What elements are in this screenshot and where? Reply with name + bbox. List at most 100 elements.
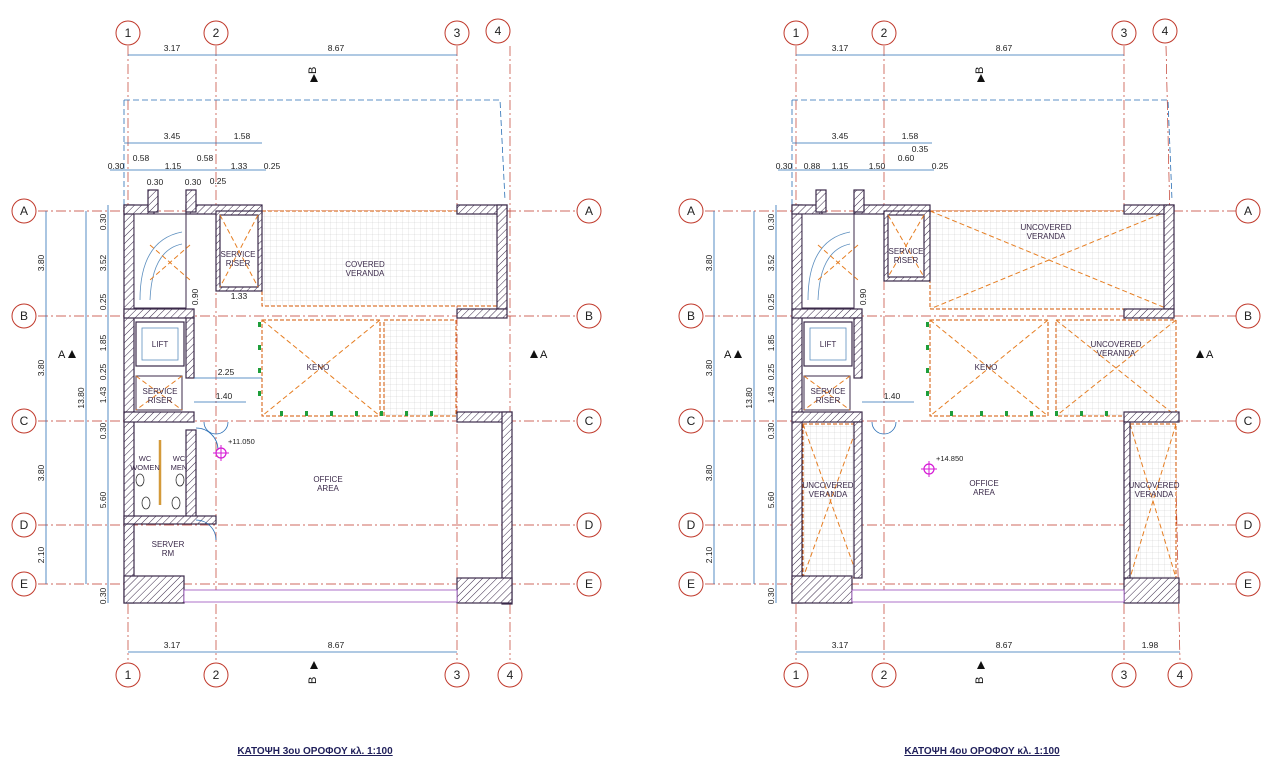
plan-3rd-floor: +11.050 COVERED VERANDA SERVICE RISER LI…	[11, 18, 602, 757]
room-uncovered-right-2: VERANDA	[1135, 490, 1174, 499]
section-a-left-4: A	[724, 349, 732, 361]
room-service-riser-bot-2: RISER	[148, 396, 173, 405]
row-a-right-3: A	[585, 204, 593, 218]
dim-left-bc: 3.80	[36, 359, 46, 376]
room-uncovered-mid-1: UNCOVERED	[1090, 340, 1141, 349]
dim-inner-4: 1.85	[98, 334, 108, 351]
dim-inner-7: 0.30	[98, 422, 108, 439]
dim4-inner-1: 0.30	[766, 213, 776, 230]
dim4-left-total: 13.80	[744, 387, 754, 409]
dim-inner-9: 0.30	[98, 587, 108, 604]
dim-row2-a: 0.30	[108, 161, 125, 171]
col-1-top-4: 1	[793, 26, 800, 40]
col-2-top-3: 2	[213, 26, 220, 40]
room-lift-4: LIFT	[820, 340, 837, 349]
section-a-left-3: A	[58, 349, 66, 361]
row-e-left-4: E	[687, 577, 695, 591]
dim-row2-b: 0.58	[133, 153, 150, 163]
row-a-left-3: A	[20, 204, 28, 218]
section-b-bot-3: B	[307, 677, 319, 684]
room-service-riser-top-4a: SERVICE	[889, 247, 924, 256]
dim4-left-cd: 3.80	[704, 464, 714, 481]
dim-left-ab: 3.80	[36, 254, 46, 271]
room-uncovered-top-2: VERANDA	[1027, 232, 1066, 241]
room-lift: LIFT	[152, 340, 169, 349]
row-b-right-3: B	[585, 309, 593, 323]
dim-row2-d: 0.58	[197, 153, 214, 163]
room-keno-4: KENO	[975, 363, 998, 372]
row-e-right-4: E	[1244, 577, 1252, 591]
dim4-left-de: 2.10	[704, 546, 714, 563]
col-3-top-4: 3	[1121, 26, 1128, 40]
plan-title-3: ΚΑΤΟΨΗ 3ου ΟΡΟΦΟΥ κλ. 1:100	[237, 746, 393, 757]
room-wc-men-2: MEN	[171, 463, 188, 472]
row-b-right-4: B	[1244, 309, 1252, 323]
row-c-left-4: C	[687, 414, 696, 428]
dim-top-12: 3.17	[164, 43, 181, 53]
room-uncovered-right-1: UNCOVERED	[1128, 481, 1179, 490]
dim-inner-2: 3.52	[98, 254, 108, 271]
room-wc-men-1: WC	[173, 454, 186, 463]
row-c-right-4: C	[1244, 414, 1253, 428]
row-d-right-3: D	[585, 518, 594, 532]
row-d-right-4: D	[1244, 518, 1253, 532]
col-2-bot-4: 2	[881, 668, 888, 682]
room-server-2: RM	[162, 549, 175, 558]
dim4-090: 0.90	[858, 288, 868, 305]
room-service-riser-bot-4a: SERVICE	[811, 387, 846, 396]
col-4-top-3: 4	[495, 24, 502, 38]
room-covered-veranda-2: VERANDA	[346, 269, 385, 278]
dim-top-23-4: 8.67	[996, 43, 1013, 53]
room-office-4b: AREA	[973, 488, 995, 497]
level-text-3: +11.050	[228, 437, 255, 446]
dim-row1-b: 1.58	[234, 131, 251, 141]
row-a-left-4: A	[687, 204, 695, 218]
col-1-bot-3: 1	[125, 668, 132, 682]
plan-4th-floor: +14.850 UNCOVERED VERANDA SERVICE RISER …	[678, 18, 1261, 757]
dim-row3-c: 0.25	[210, 176, 227, 186]
dim4-inner-6: 1.43	[766, 386, 776, 403]
dim-row3-b: 0.30	[185, 177, 202, 187]
row-d-left-4: D	[687, 518, 696, 532]
dim-bot-34-4: 1.98	[1142, 640, 1159, 650]
dim-140: 1.40	[216, 391, 233, 401]
dim-090: 0.90	[190, 288, 200, 305]
dim4-140: 1.40	[884, 391, 901, 401]
dim4-row1-c: 0.35	[912, 144, 929, 154]
section-b-top-4: B	[974, 67, 986, 74]
section-b-top-3: B	[307, 67, 319, 74]
section-a-right-4: A	[1206, 349, 1214, 361]
room-service-riser-top-4b: RISER	[894, 256, 919, 265]
dim4-row2-c: 1.15	[832, 161, 849, 171]
row-c-right-3: C	[585, 414, 594, 428]
dim-row2-f: 0.25	[264, 161, 281, 171]
col-3-bot-4: 3	[1121, 668, 1128, 682]
dim-left-cd: 3.80	[36, 464, 46, 481]
row-e-left-3: E	[20, 577, 28, 591]
dim4-left-ab: 3.80	[704, 254, 714, 271]
col-4-top-4: 4	[1162, 24, 1169, 38]
room-uncovered-left-1: UNCOVERED	[802, 481, 853, 490]
dim4-row2-d: 1.50	[869, 161, 886, 171]
dim-row2-e: 1.33	[231, 161, 248, 171]
level-marker-3: +11.050	[213, 437, 255, 461]
room-office-4a: OFFICE	[969, 479, 998, 488]
room-service-riser-top-1: SERVICE	[221, 250, 256, 259]
col-1-top-3: 1	[125, 26, 132, 40]
col-4-bot-3: 4	[507, 668, 514, 682]
room-wc-women-1: WC	[139, 454, 152, 463]
dim-225: 2.25	[218, 367, 235, 377]
col-2-bot-3: 2	[213, 668, 220, 682]
room-service-riser-bot-4b: RISER	[816, 396, 841, 405]
dim4-row2-e: 0.60	[898, 153, 915, 163]
dim-inner-5: 0.25	[98, 363, 108, 380]
dim-top-23: 8.67	[328, 43, 345, 53]
plan-title-4: ΚΑΤΟΨΗ 4ου ΟΡΟΦΟΥ κλ. 1:100	[904, 746, 1060, 757]
dim-inner-3: 0.25	[98, 293, 108, 310]
room-uncovered-left-2: VERANDA	[809, 490, 848, 499]
dim-left-total: 13.80	[76, 387, 86, 409]
room-service-riser-top-2: RISER	[226, 259, 251, 268]
dim4-inner-8: 5.60	[766, 491, 776, 508]
dim4-row2-a: 0.30	[776, 161, 793, 171]
